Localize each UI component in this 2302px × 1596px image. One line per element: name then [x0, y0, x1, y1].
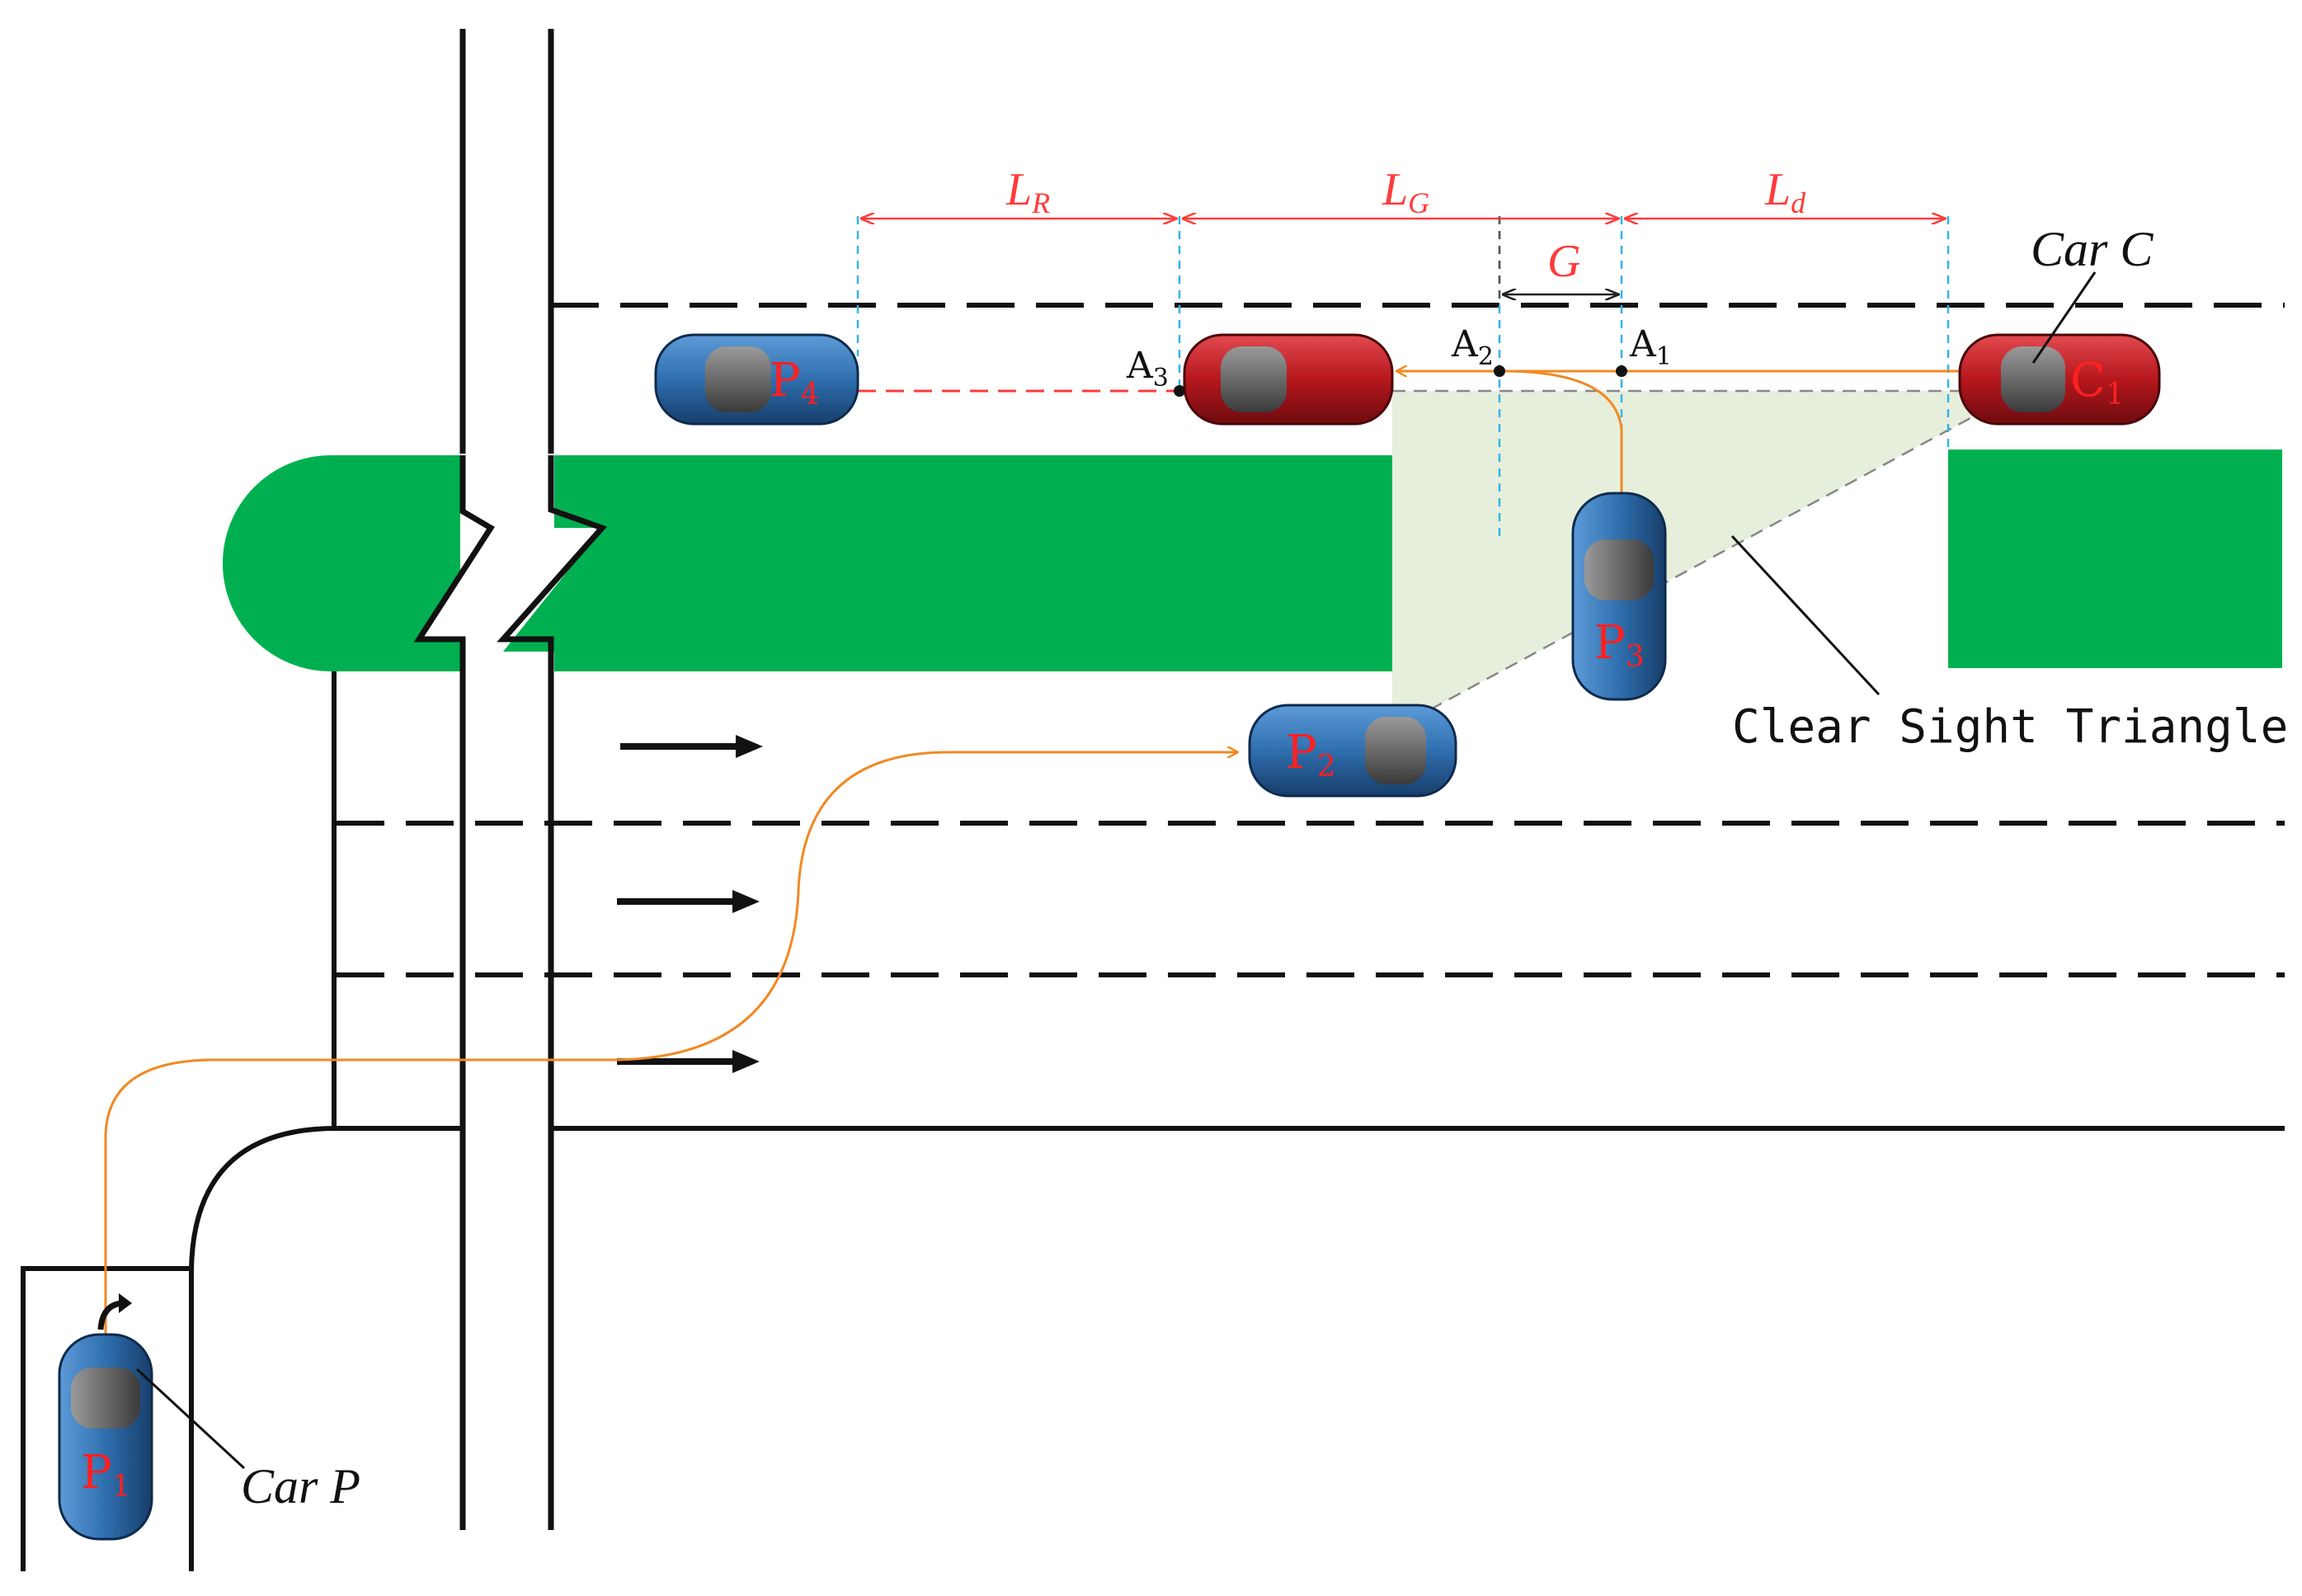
clear-sight-leader [1730, 534, 1881, 696]
car-p3: P3 [1571, 492, 1667, 701]
point-a1-label: A1 [1629, 323, 1672, 371]
car-p2-label: P2 [1286, 726, 1336, 784]
car-p1-body [58, 1333, 153, 1541]
car-p2-roof [1365, 717, 1426, 784]
car-c-leader [2031, 271, 2097, 364]
point-a1-dot [1616, 365, 1627, 377]
car-p4-label: P4 [770, 354, 820, 412]
car-p-label: Car P [241, 1459, 360, 1514]
traffic-arrow-3 [617, 1050, 760, 1073]
car-p3-roof [1584, 539, 1654, 600]
car-p-leader [135, 1368, 246, 1470]
dim-lg-label: LG [1382, 164, 1429, 219]
path-p1-to-p2 [104, 752, 1237, 1335]
vehicle-paths [104, 371, 1963, 1335]
sight-line-diagonal [1391, 389, 2022, 732]
point-a3-label: A3 [1126, 345, 1169, 393]
car-p4: P4 [654, 333, 859, 426]
car-c-label: Car C [2031, 222, 2154, 276]
car-p4-roof [705, 346, 771, 412]
dim-lr-label: LR [1005, 164, 1050, 219]
car-red-mid-roof [1221, 346, 1287, 412]
car-p2: P2 [1248, 704, 1457, 798]
driveway-curb [189, 1126, 337, 1571]
road-lines [21, 29, 2285, 1571]
traffic-arrow-2 [617, 890, 760, 913]
car-p1-roof [71, 1368, 140, 1429]
break-line-left [413, 455, 495, 671]
point-a2-label: A2 [1451, 323, 1494, 371]
median-island-right [1948, 450, 2282, 668]
car-p3-label: P3 [1594, 616, 1645, 674]
break-line-right [497, 455, 608, 671]
turn-arrow-head-icon [119, 1293, 132, 1313]
point-a3-dot [1174, 385, 1185, 397]
parking-box [21, 1266, 191, 1571]
car-c1-label: C1 [2070, 354, 2125, 412]
point-a2-dot [1494, 365, 1505, 377]
clear-sight-label: Clear Sight Triangle [1732, 700, 2288, 754]
car-c1: C1 [1958, 333, 2161, 426]
car-red-mid-body [1183, 333, 1394, 426]
traffic-arrows [617, 735, 763, 1073]
points: A3 A2 A1 [1126, 323, 1672, 397]
car-p1: P1 [58, 1333, 153, 1541]
traffic-arrow-1 [620, 735, 763, 758]
median-island-left [223, 455, 1506, 671]
car-p1-label: P1 [81, 1446, 131, 1504]
car-c1-roof [2001, 346, 2065, 412]
callouts: Car C Clear Sight Triangle Car P [135, 222, 2288, 1514]
dim-ld-label: Ld [1764, 164, 1806, 219]
guide-lines [856, 216, 1950, 536]
dim-g-label: G [1547, 236, 1580, 287]
dimensions: LR LG Ld G [861, 164, 1945, 294]
car-red-mid [1183, 333, 1394, 426]
median [223, 450, 2282, 671]
